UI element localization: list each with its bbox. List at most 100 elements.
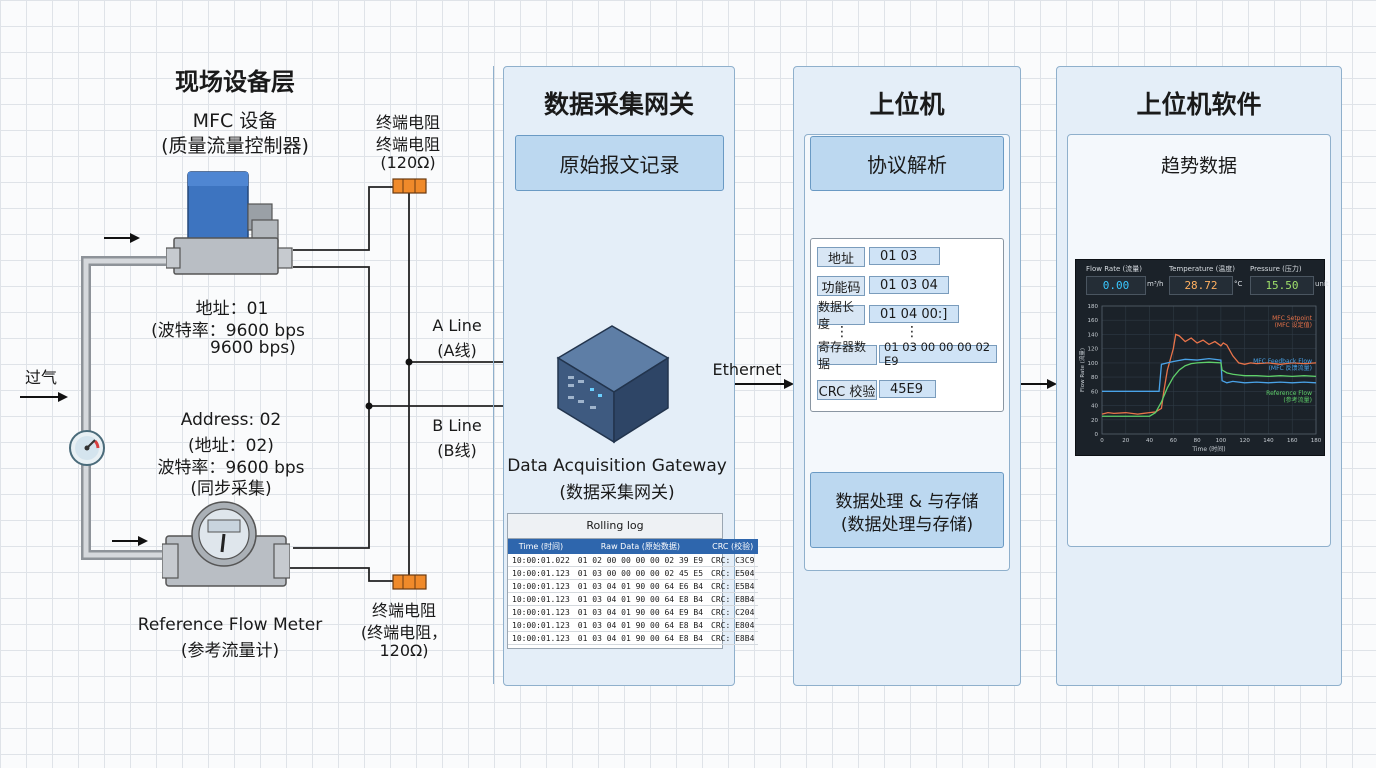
x-tick-label: 140 (1263, 438, 1274, 444)
y-tick-label: 20 (1091, 418, 1098, 424)
mfc-title: MFC 设备 (192, 110, 278, 132)
x-axis-label: Time (时间) (1191, 445, 1225, 453)
dots-right: ⋮ (905, 324, 919, 340)
field-value-function-code: 01 03 04 (869, 276, 949, 294)
readout-label-flow: Flow Rate (流量) (1086, 265, 1142, 273)
readout-value-flow: 0.00 (1086, 276, 1146, 295)
gateway-divider (493, 66, 494, 684)
field-value-data-length: 01 04 00:] (869, 305, 959, 323)
y-tick-label: 100 (1088, 361, 1099, 367)
readout-unit-flow: m³/h (1147, 280, 1164, 288)
rolling-log-title: Rolling log (508, 514, 722, 539)
x-tick-label: 20 (1122, 438, 1129, 444)
meter-address: Address: 02 (180, 410, 282, 430)
gateway-device (556, 325, 670, 444)
y-tick-label: 0 (1095, 432, 1099, 438)
field-value-address: 01 03 (869, 247, 940, 265)
field-key-address: 地址 (817, 247, 865, 267)
x-tick-label: 0 (1100, 438, 1104, 444)
readout-value-pressure: 15.50 (1250, 276, 1314, 295)
a-line-cn-label: (A线) (437, 341, 477, 360)
ethernet-label: Ethernet (712, 360, 782, 379)
terminator-top-line1: 终端电阻 (375, 113, 440, 132)
gateway-name-cn: (数据采集网关) (559, 483, 675, 503)
trend-title: 趋势数据 (1160, 155, 1237, 177)
terminator-top-line2: 终端电阻 (375, 135, 440, 154)
x-tick-label: 160 (1287, 438, 1298, 444)
log-header-raw: Raw Data (原始数据) (573, 539, 708, 554)
field-key-register-data: 寄存器数据 (817, 340, 877, 371)
field-key-crc: CRC 校验 (817, 380, 877, 400)
x-tick-label: 120 (1239, 438, 1250, 444)
log-header-time: Time (时间) (508, 539, 574, 554)
terminator-resistor-top (392, 178, 427, 194)
gateway-name: Data Acquisition Gateway (507, 456, 727, 476)
x-tick-label: 40 (1146, 438, 1153, 444)
legend-label: (MFC 反馈流量) (1269, 364, 1312, 372)
host-panel: 上位机 协议解析 地址 01 03 功能码 01 03 04 数据长度 01 0… (793, 66, 1021, 686)
gateway-title: 数据采集网关 (543, 90, 694, 119)
terminator-resistor-bottom (392, 574, 427, 590)
terminator-bottom-line2: (终端电阻， (360, 623, 448, 642)
host-title: 上位机 (869, 90, 945, 119)
y-tick-label: 160 (1088, 318, 1099, 324)
mfc-device (166, 171, 293, 275)
software-title: 上位机软件 (1136, 90, 1262, 119)
raw-log-box: 原始报文记录 (515, 135, 724, 191)
legend-label: MFC Feedback Flow (1253, 358, 1312, 365)
readout-unit-pressure: unit (1315, 280, 1329, 288)
y-axis-label: Flow Rate (流量) (1078, 348, 1086, 392)
field-value-crc: 45E9 (879, 380, 936, 398)
legend-label: MFC Setpoint (1272, 315, 1313, 322)
meter-address-cn: (地址：02) (188, 436, 274, 456)
meter-name-cn: (参考流量计) (180, 641, 280, 661)
trend-dashboard: Flow Rate (流量) Temperature (温度) Pressure… (1075, 259, 1329, 456)
readout-label-temp: Temperature (温度) (1169, 265, 1236, 273)
terminator-bottom-line3: 120Ω) (379, 641, 429, 660)
rolling-log-panel: Rolling log Time (时间) Raw Data (原始数据) CR… (507, 513, 759, 649)
log-header-crc: CRC (校验) (707, 539, 759, 554)
series-line (1101, 333, 1317, 415)
x-tick-label: 180 (1311, 438, 1322, 444)
inlet-label: 过气 (24, 368, 57, 387)
x-tick-label: 100 (1216, 438, 1227, 444)
processing-line2: (数据处理与存储) (840, 515, 974, 535)
a-line-label: A Line (432, 316, 482, 335)
y-tick-label: 120 (1088, 347, 1099, 353)
meter-name: Reference Flow Meter (137, 615, 323, 635)
legend-label: Reference Flow (1266, 390, 1312, 397)
y-tick-label: 180 (1088, 304, 1099, 310)
reference-flow-meter-device (162, 501, 290, 587)
field-key-data-length: 数据长度 (817, 300, 865, 331)
rolling-log-table: Time (时间) Raw Data (原始数据) CRC (校验) 10:00… (508, 539, 759, 645)
readout-unit-temp: °C (1234, 280, 1243, 288)
pressure-gauge-icon (69, 430, 105, 466)
y-tick-label: 60 (1091, 389, 1098, 395)
legend-label: (参考流量) (1283, 396, 1312, 404)
series-line (1102, 357, 1317, 392)
mfc-baud: (波特率：9600 bps (151, 321, 305, 341)
field-value-register-data: 01 03 00 00 00 02 E9 (879, 340, 997, 368)
mfc-baud-value: 9600 bps) (210, 338, 296, 358)
field-layer-title: 现场设备层 (175, 68, 295, 96)
y-tick-label: 80 (1091, 375, 1098, 381)
terminator-bottom-line1: 终端电阻 (371, 601, 436, 620)
processing-storage-box: 数据处理 & 与存储 (数据处理与存储) (810, 472, 1004, 548)
mfc-address: 地址：01 (195, 299, 269, 319)
legend-label: (MFC 设定值) (1275, 321, 1312, 329)
y-tick-label: 40 (1091, 404, 1098, 410)
b-line-label: B Line (432, 416, 482, 435)
field-key-function-code: 功能码 (817, 276, 865, 296)
plot-frame (1101, 305, 1317, 435)
meter-sync: (同步采集) (190, 479, 272, 499)
y-tick-label: 140 (1088, 332, 1099, 338)
